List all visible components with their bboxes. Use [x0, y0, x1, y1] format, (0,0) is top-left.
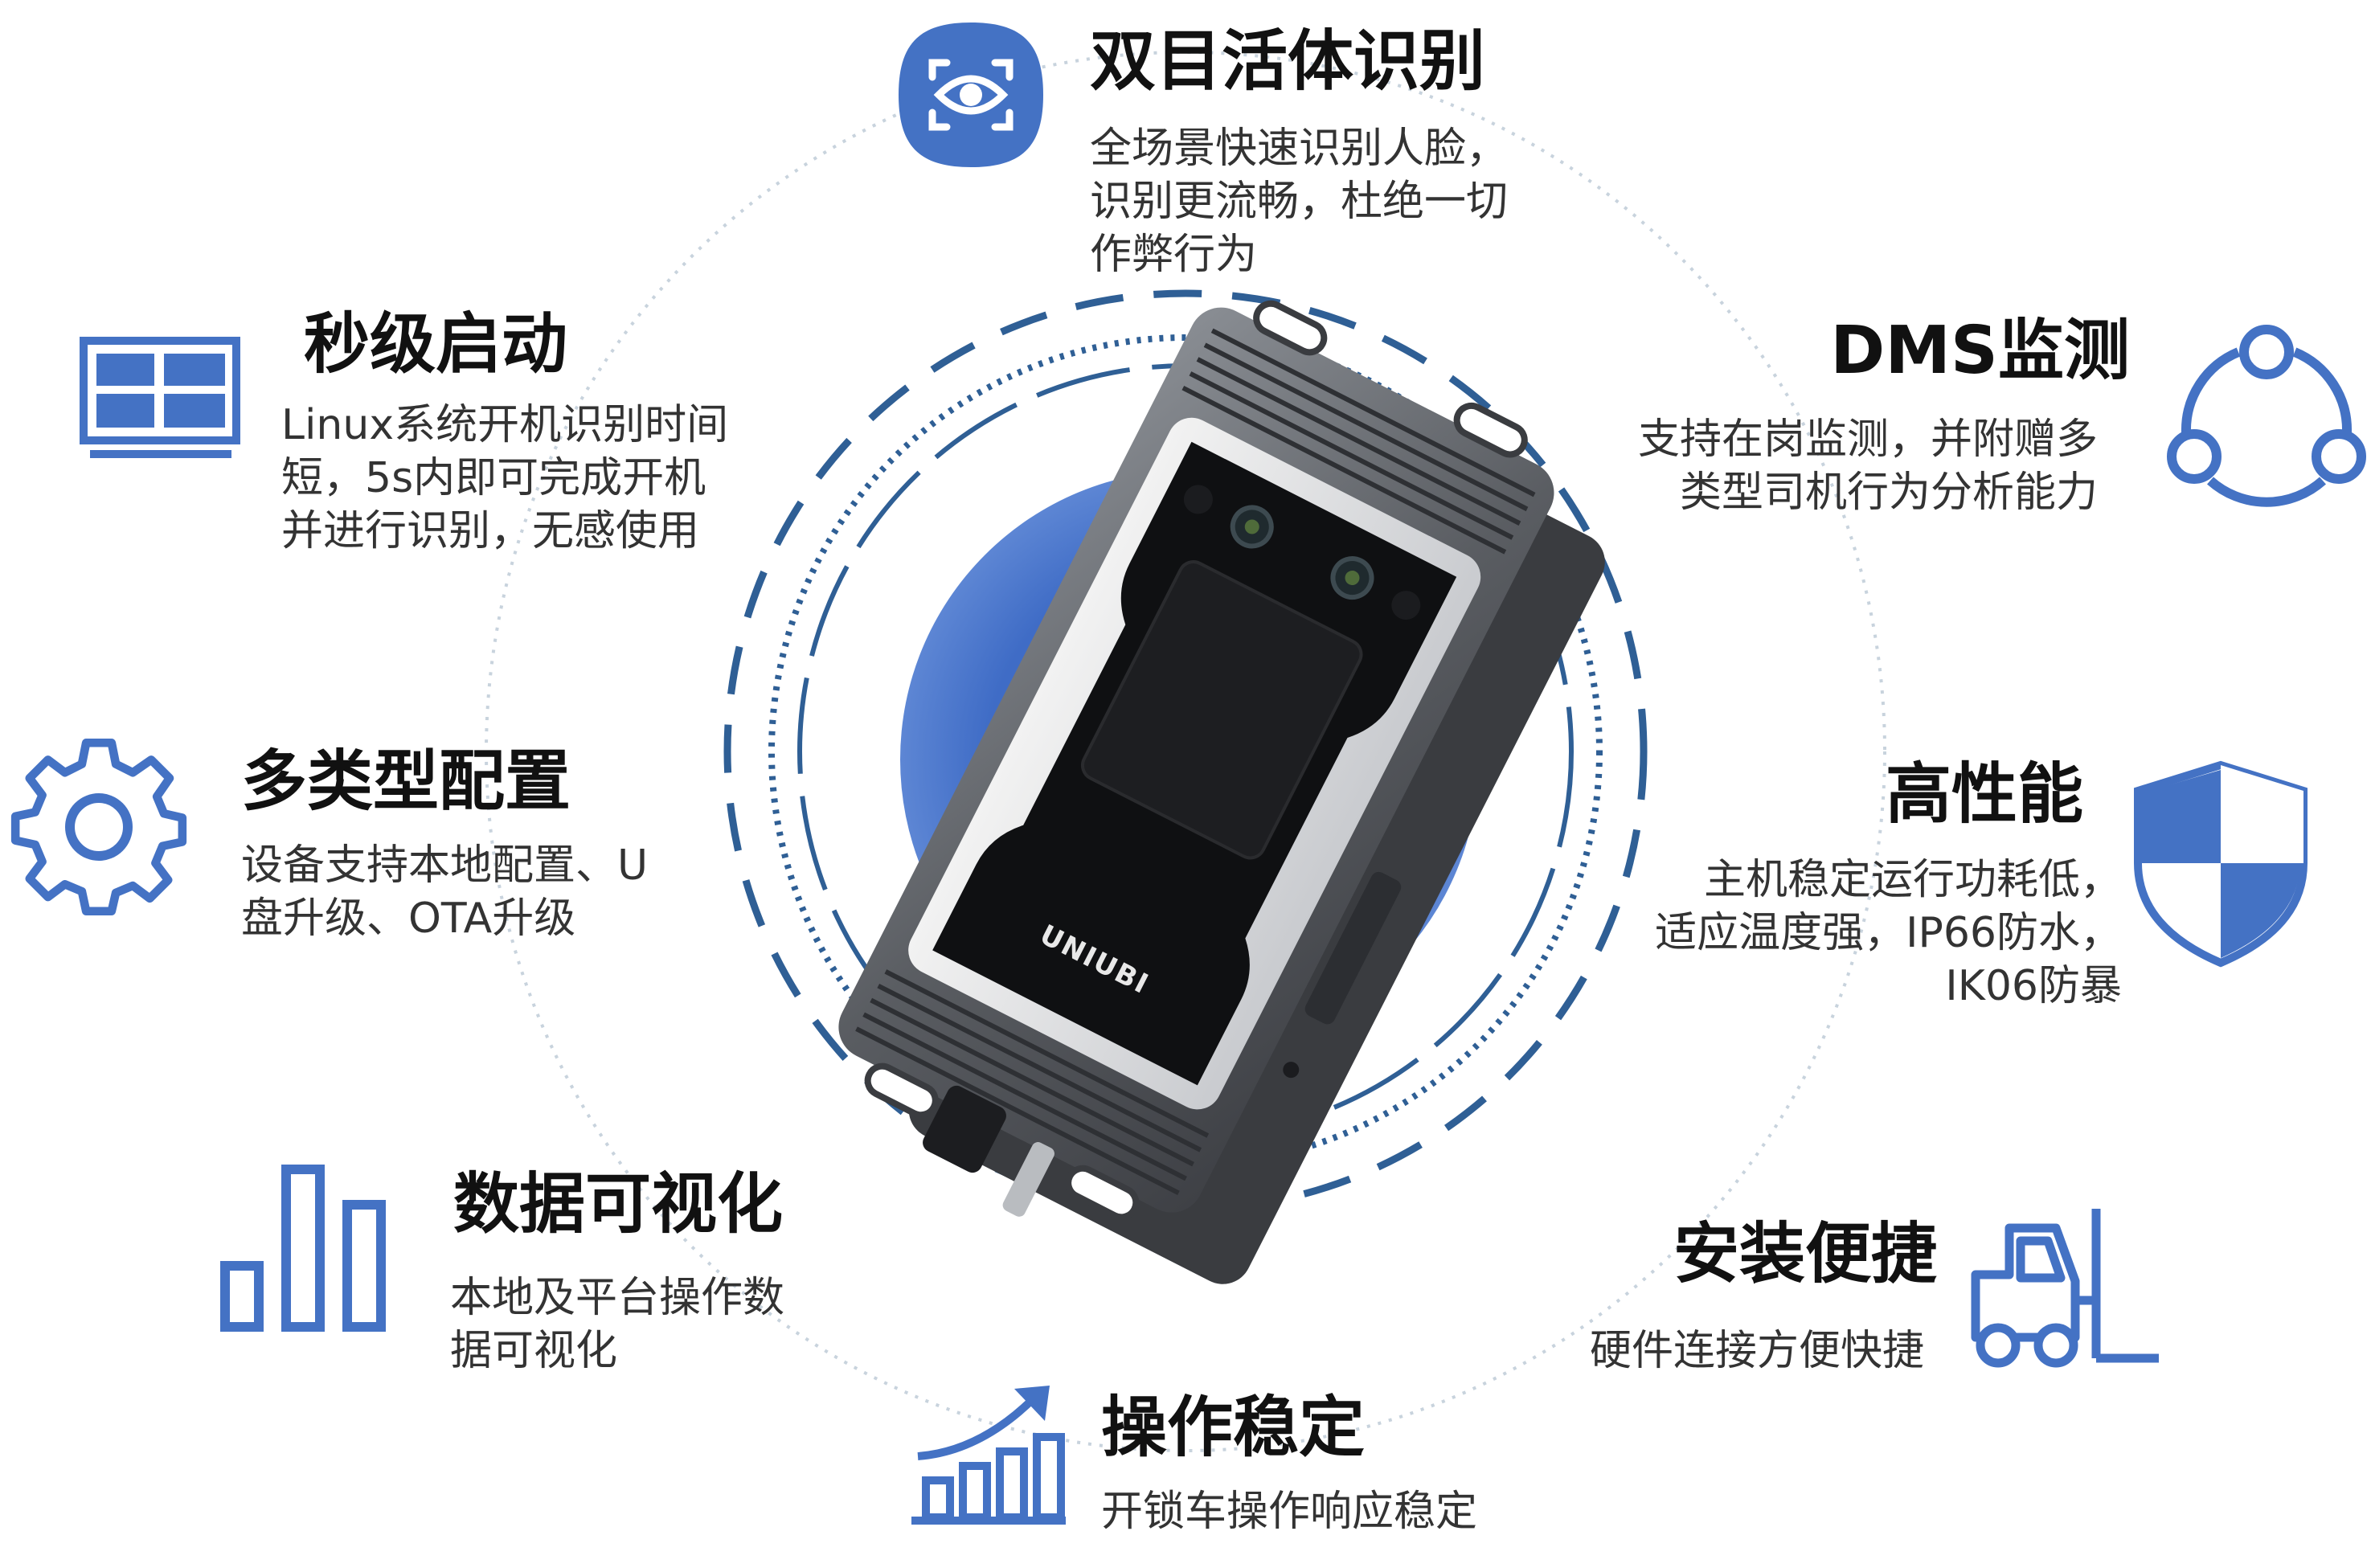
outer-dotted-ring — [485, 51, 1886, 1452]
dotted-ring — [768, 334, 1603, 1169]
feature-performance-title: 高性能 — [1885, 756, 2083, 833]
device-screen — [1080, 560, 1363, 860]
feature-boot-desc: Linux系统开机识别时间 短，5s内即可完成开机 并进行识别，无感使用 — [281, 401, 729, 555]
feature-visual-desc: 本地及平台操作数 据可视化 — [450, 1274, 785, 1375]
monitor-grid-icon — [80, 337, 240, 458]
feature-boot-title: 秒级启动 — [304, 306, 568, 383]
shield-icon — [2134, 760, 2308, 968]
gear-icon — [10, 739, 187, 915]
growth-chart-icon — [911, 1386, 1066, 1525]
bottom-ribs — [855, 969, 1210, 1196]
feature-liveness-desc: 全场景快速识别人脸， 识别更流畅，杜绝一切 作弊行为 — [1090, 125, 1509, 279]
feature-config-desc: 设备支持本地配置、U 盘升级、OTA升级 — [241, 841, 649, 943]
feature-stable-title: 操作稳定 — [1101, 1390, 1366, 1466]
eye-scan-icon — [899, 23, 1043, 167]
feature-stable-desc: 开锁车操作响应稳定 — [1101, 1488, 1478, 1536]
feature-dms-title: DMS监测 — [1830, 313, 2130, 389]
forklift-icon — [1971, 1209, 2159, 1368]
feature-dms-desc: 支持在岗监测，并附赠多 类型司机行为分析能力 — [1637, 416, 2098, 517]
bar-chart-icon — [220, 1165, 386, 1332]
top-ribs — [1181, 328, 1536, 555]
feature-performance-desc: 主机稳定运行功耗低， 适应温度强，IP66防水， IK06防暴 — [1655, 856, 2122, 1010]
feature-visual-title: 数据可视化 — [453, 1166, 784, 1243]
feature-install-desc: 硬件连接方便快捷 — [1589, 1327, 1924, 1375]
feature-liveness-title: 双目活体识别 — [1090, 23, 1486, 100]
cycle-nodes-icon — [2167, 325, 2366, 507]
feature-config-title: 多类型配置 — [241, 743, 571, 820]
cable-gland — [923, 1085, 1054, 1217]
feature-install-title: 安装便捷 — [1673, 1216, 1937, 1292]
